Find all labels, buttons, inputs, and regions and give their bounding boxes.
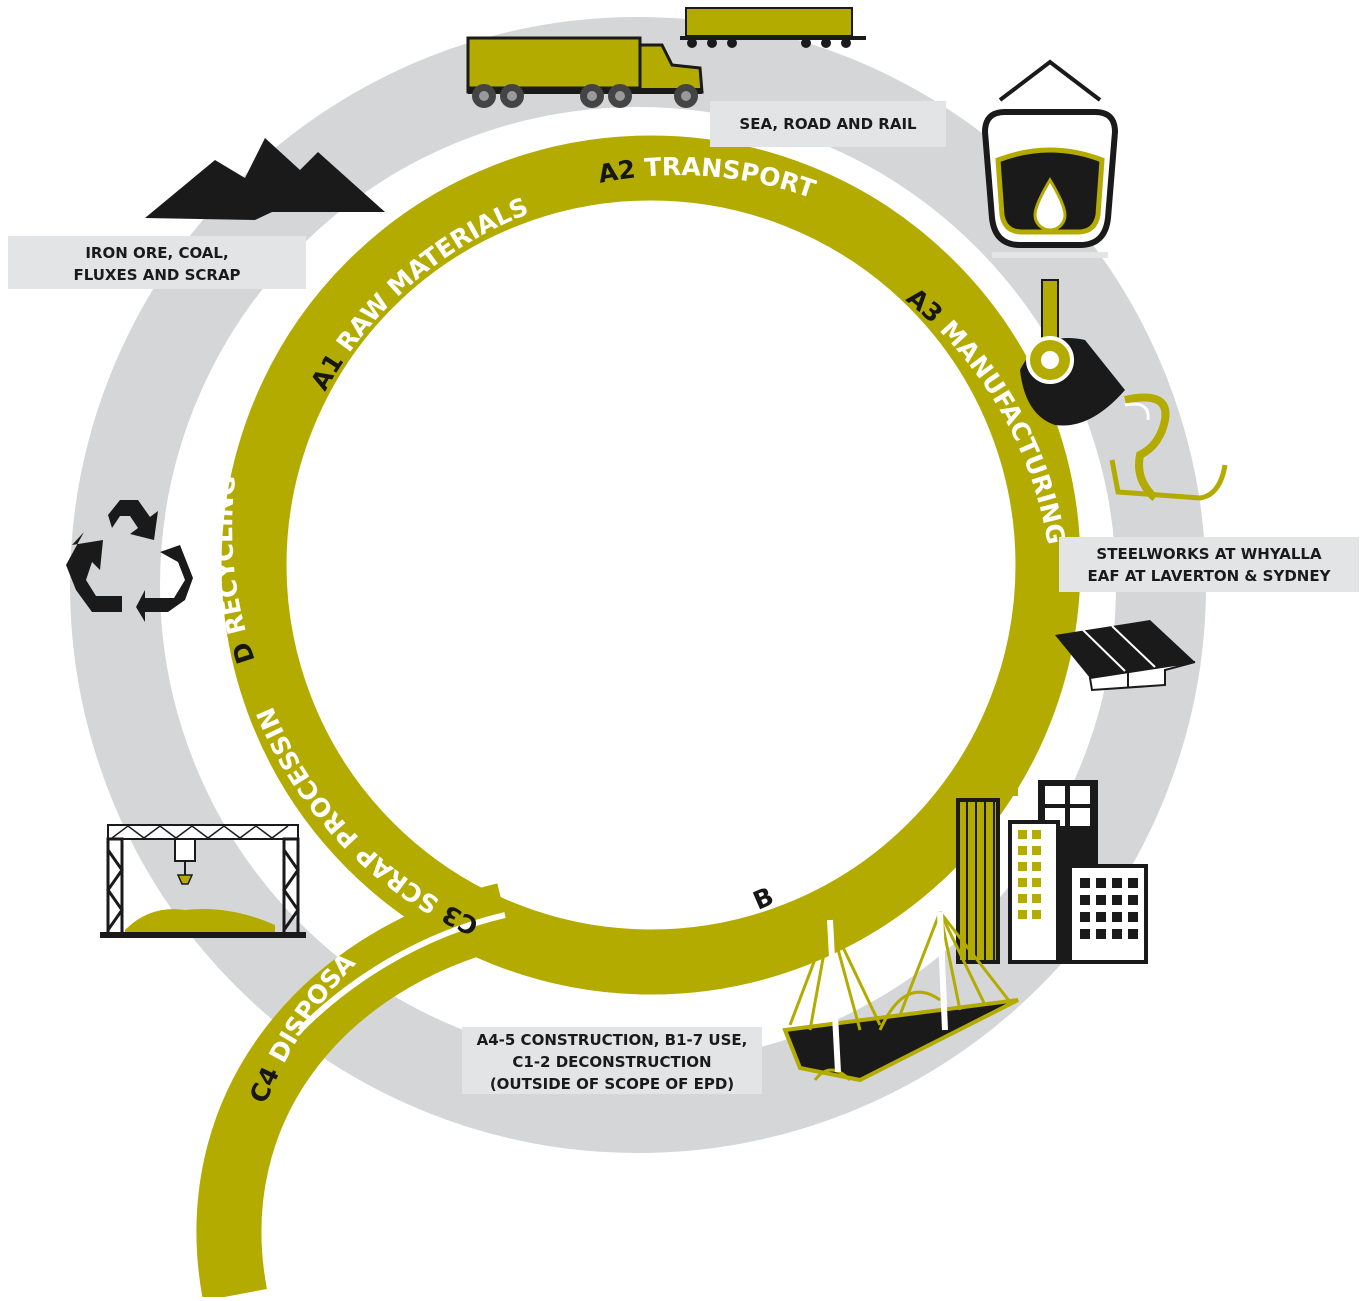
- callout-raw-materials-line-1: IRON ORE, COAL,: [85, 244, 229, 262]
- callout-manufacturing-line-1: STEELWORKS AT WHYALLA: [1096, 545, 1322, 563]
- callout-transport: SEA, ROAD AND RAIL: [710, 101, 946, 147]
- callout-construction-line-3: (OUTSIDE OF SCOPE OF EPD): [489, 1075, 735, 1093]
- callout-construction-line-1: A4-5 CONSTRUCTION, B1-7 USE,: [476, 1031, 748, 1049]
- callout-construction: A4-5 CONSTRUCTION, B1-7 USE, C1-2 DECONS…: [462, 1027, 762, 1094]
- inner-olive-ring: [221, 135, 1081, 995]
- gantry-crane-icon: [100, 824, 306, 938]
- tail-separator: [297, 912, 506, 1033]
- callout-raw-materials-line-2: FLUXES AND SCRAP: [73, 266, 241, 284]
- pouring-ladle-icon: [1020, 279, 1228, 501]
- callout-manufacturing-line-2: EAF AT LAVERTON & SYDNEY: [1087, 567, 1331, 585]
- steel-beam-icon: [1055, 620, 1196, 692]
- truck-icon: [466, 36, 704, 108]
- recycle-icon: [66, 500, 193, 622]
- callout-construction-line-2: C1-2 DECONSTRUCTION: [512, 1053, 712, 1071]
- ladle-icon: [981, 59, 1119, 258]
- buildings-icon: [956, 764, 1148, 964]
- callout-manufacturing: STEELWORKS AT WHYALLA EAF AT LAVERTON & …: [1059, 537, 1359, 592]
- callout-raw-materials: IRON ORE, COAL, FLUXES AND SCRAP: [8, 236, 306, 289]
- callout-transport-line-1: SEA, ROAD AND RAIL: [739, 115, 917, 133]
- bridge-icon: [782, 911, 1019, 1083]
- mountains-icon: [145, 138, 385, 220]
- rail-car-icon: [680, 7, 866, 48]
